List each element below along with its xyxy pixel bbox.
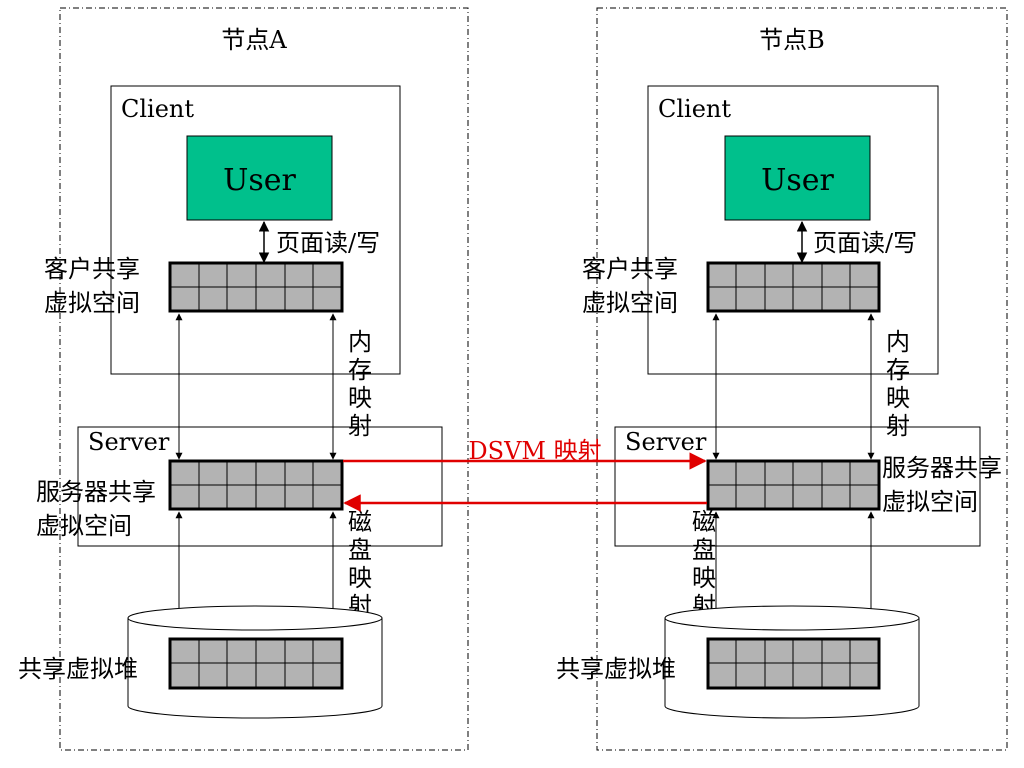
- client-box: [647, 85, 939, 375]
- node-b: 节点B Client User 页面读/写 客户共享 虚拟空间 内 存 映: [556, 7, 1008, 751]
- node-a: 节点A Client User 页面读/写 客户共享 虚拟空间 内 存 映: [18, 7, 469, 751]
- svg-text:磁: 磁: [348, 508, 372, 536]
- server-space-label-line2: 虚拟空间: [882, 488, 978, 516]
- server-space-label-line1: 服务器共享: [36, 478, 156, 506]
- disk-map-label: 磁 盘 映 射: [692, 508, 716, 620]
- user-box: [724, 135, 871, 221]
- user-label: User: [223, 163, 296, 198]
- heap-label: 共享虚拟堆: [556, 655, 676, 683]
- svg-text:盘: 盘: [692, 536, 716, 564]
- dsvm-link: DSVM 映射: [343, 437, 707, 512]
- svg-text:映: 映: [886, 384, 910, 412]
- client-box: [110, 85, 401, 375]
- node-title: 节点B: [759, 26, 825, 54]
- heap-label: 共享虚拟堆: [18, 655, 138, 683]
- client-space-label-line1: 客户共享: [582, 255, 678, 283]
- user-box: [186, 135, 333, 221]
- client-space-label-line2: 虚拟空间: [44, 289, 140, 317]
- server-space-grid: [168, 459, 344, 511]
- node-title: 节点A: [221, 26, 287, 54]
- page-rw-label: 页面读/写: [276, 229, 380, 257]
- svg-text:内: 内: [348, 328, 372, 356]
- client-label: Client: [658, 95, 731, 123]
- svg-text:内: 内: [886, 328, 910, 356]
- user-label: User: [761, 163, 834, 198]
- svg-text:映: 映: [348, 384, 372, 412]
- mem-map-label: 内 存 映 射: [886, 328, 910, 440]
- server-space-grid: [706, 459, 881, 511]
- client-label: Client: [121, 95, 194, 123]
- client-space-label-line2: 虚拟空间: [582, 289, 678, 317]
- heap-grid: [168, 637, 344, 690]
- svg-text:映: 映: [348, 564, 372, 592]
- server-box: [77, 426, 443, 547]
- svg-text:盘: 盘: [348, 536, 372, 564]
- disk-map-label: 磁 盘 映 射: [348, 508, 372, 620]
- server-label: Server: [88, 428, 170, 456]
- node-boundary: [596, 7, 1008, 751]
- svg-text:存: 存: [348, 356, 372, 384]
- dsvm-link-label: DSVM 映射: [468, 437, 601, 465]
- page-rw-label: 页面读/写: [813, 229, 917, 257]
- server-space-label-line2: 虚拟空间: [36, 512, 132, 540]
- svg-text:映: 映: [692, 564, 716, 592]
- heap-grid: [706, 637, 881, 690]
- server-space-label-line1: 服务器共享: [882, 454, 1002, 482]
- server-box: [614, 426, 981, 547]
- client-space-grid: [706, 261, 881, 313]
- svg-text:射: 射: [348, 412, 372, 440]
- svg-text:射: 射: [886, 412, 910, 440]
- client-space-label-line1: 客户共享: [44, 255, 140, 283]
- svg-text:磁: 磁: [692, 508, 716, 536]
- server-label: Server: [625, 428, 707, 456]
- client-space-grid: [168, 261, 344, 313]
- node-boundary: [59, 7, 469, 751]
- mem-map-label: 内 存 映 射: [348, 328, 372, 440]
- svg-text:存: 存: [886, 356, 910, 384]
